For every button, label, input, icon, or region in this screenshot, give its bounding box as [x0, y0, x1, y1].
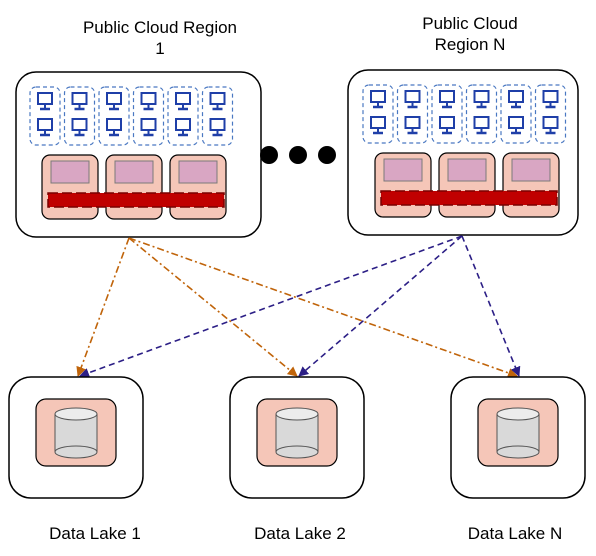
monitor-icon [140, 92, 157, 111]
server-icon [502, 152, 560, 218]
data-lake-3 [450, 376, 586, 499]
monitor-icon [71, 118, 88, 137]
data-lake-1-label: Data Lake 1 [49, 524, 141, 543]
region-1-arrows [76, 237, 518, 378]
monitor-icon [439, 116, 455, 135]
monitor-icon [175, 118, 191, 137]
arrow-regionn-lake2 [298, 235, 463, 377]
monitor-icon [542, 116, 559, 135]
monitor-icon [508, 90, 524, 109]
arrow-region1-lake1 [76, 237, 130, 377]
monitor-icon [71, 92, 88, 111]
ellipsis-dot [318, 146, 336, 164]
monitor-icon [473, 90, 490, 109]
server-icon [374, 152, 432, 218]
server-icon [438, 152, 496, 218]
monitor-icon [508, 116, 524, 135]
monitor-icon [37, 92, 53, 111]
network-bar [47, 192, 225, 208]
monitor-icon [370, 116, 386, 135]
region-1-contents [29, 86, 234, 220]
monitor-icon [370, 90, 386, 109]
arrow-regionn-laken [461, 235, 521, 377]
database-icon [54, 407, 98, 459]
monitor-icon [37, 118, 53, 137]
database-icon [275, 407, 319, 459]
network-bar [380, 190, 558, 206]
server-icon [105, 154, 163, 220]
monitor-icon [473, 116, 490, 135]
region-n-contents [362, 84, 567, 218]
monitor-icon [140, 118, 157, 137]
monitor-icon [404, 116, 421, 135]
monitor-icon [175, 92, 191, 111]
server-icon [41, 154, 99, 220]
monitor-icon [439, 90, 455, 109]
arrow-regionn-lake1 [79, 235, 463, 378]
monitor-icon [404, 90, 421, 109]
monitor-icon [209, 118, 226, 137]
monitor-icon [542, 90, 559, 109]
region-1-title: Public Cloud Region 1 [82, 18, 238, 58]
ellipsis-dot [289, 146, 307, 164]
database-icon [496, 407, 540, 459]
data-lake-n-label: Data Lake N [467, 524, 563, 543]
region-n-arrows [79, 235, 521, 378]
server-icon [169, 154, 227, 220]
arrow-region1-laken [128, 237, 518, 378]
data-lake-2 [229, 376, 365, 499]
region-n-title: Public Cloud Region N [422, 14, 518, 54]
ellipsis-dot [260, 146, 278, 164]
monitor-icon [106, 92, 122, 111]
data-lakes [8, 376, 586, 499]
monitor-icon [209, 92, 226, 111]
ellipsis-dots [260, 146, 336, 164]
monitor-icon [106, 118, 122, 137]
arrow-region1-lake2 [128, 237, 298, 377]
data-lake-1 [8, 376, 144, 499]
data-lake-2-label: Data Lake 2 [254, 524, 346, 543]
